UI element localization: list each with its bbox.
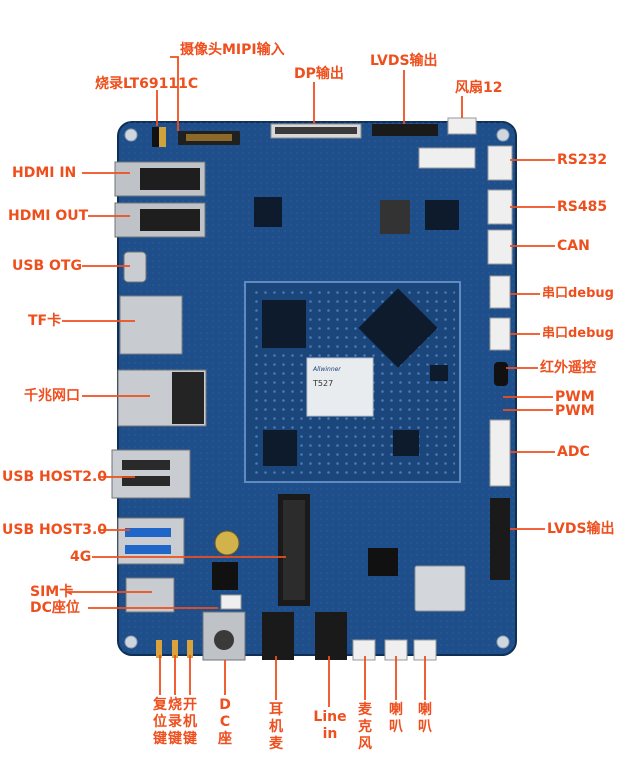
earmic-jack xyxy=(262,612,294,660)
bottom-components xyxy=(156,494,466,661)
label-camera-mipi: 摄像头MIPI输入 xyxy=(180,42,285,58)
label-dc-jack: D C 座 xyxy=(218,697,232,747)
label-speaker-2: 喇 叭 xyxy=(418,702,432,735)
label-usb-otg: USB OTG xyxy=(12,258,82,274)
mounting-hole xyxy=(496,128,510,142)
rs232-connector xyxy=(487,145,513,181)
soc-chip: Allwinner T527 xyxy=(306,357,374,417)
debug1-connector xyxy=(489,275,511,309)
adc-connector xyxy=(489,419,511,487)
label-uart-debug-1: 串口debug xyxy=(542,286,614,301)
mic-connector xyxy=(352,639,376,661)
label-rs232: RS232 xyxy=(557,152,608,168)
label-uart-debug-2: 串口debug xyxy=(542,326,614,341)
label-4g: 4G xyxy=(70,549,92,565)
label-fan: 风扇12 xyxy=(455,80,503,96)
top-components xyxy=(152,117,477,169)
label-sim: SIM卡 xyxy=(30,584,74,600)
capacitor xyxy=(214,530,240,556)
label-usb-host2: USB HOST2.0 xyxy=(2,469,108,485)
label-ir: 红外遥控 xyxy=(540,360,596,376)
label-earmic: 耳 机 麦 xyxy=(269,702,283,752)
leader-lines xyxy=(62,56,555,707)
sim-slot xyxy=(125,577,175,613)
usb-otg-port xyxy=(123,251,147,283)
lvds-connector-right xyxy=(490,498,510,580)
rs485-connector xyxy=(487,189,513,225)
label-dc-seat: DC座位 xyxy=(30,600,80,616)
label-line-in: Line in xyxy=(313,709,347,742)
label-mic: 麦 克 风 xyxy=(358,702,372,752)
label-lvds-out-right: LVDS输出 xyxy=(547,521,615,537)
mounting-hole xyxy=(124,635,138,649)
mounting-hole xyxy=(124,128,138,142)
debug2-connector xyxy=(489,317,511,351)
wifi-module xyxy=(414,565,466,612)
tf-slot xyxy=(119,295,183,355)
line-in-jack xyxy=(315,612,347,660)
label-usb-host3: USB HOST3.0 xyxy=(2,522,108,538)
label-lvds-out-top: LVDS输出 xyxy=(370,53,438,69)
usb2-port xyxy=(111,449,191,499)
right-components xyxy=(380,145,513,580)
can-connector xyxy=(487,229,513,265)
label-hdmi-in: HDMI IN xyxy=(12,165,77,181)
label-gige: 千兆网口 xyxy=(24,388,80,404)
label-power-key: 开 机 键 xyxy=(183,697,197,747)
soc-brand: Allwinner xyxy=(312,366,341,373)
soc-model: T527 xyxy=(312,379,333,388)
ir-receiver xyxy=(494,362,508,386)
label-burn-key: 烧 录 键 xyxy=(168,697,182,747)
label-hdmi-out: HDMI OUT xyxy=(8,208,89,224)
label-adc: ADC xyxy=(557,444,590,460)
label-reset-key: 复 位 键 xyxy=(153,697,167,747)
label-burn-lt: 烧录LT69111C xyxy=(95,76,199,92)
label-pwm-1: PWM xyxy=(555,389,595,405)
mounting-hole xyxy=(496,635,510,649)
label-pwm-2: PWM xyxy=(555,403,595,419)
label-dp-out: DP输出 xyxy=(294,66,344,82)
label-tf: TF卡 xyxy=(28,313,62,329)
label-can: CAN xyxy=(557,238,590,254)
label-rs485: RS485 xyxy=(557,199,608,215)
label-speaker-1: 喇 叭 xyxy=(389,702,403,735)
